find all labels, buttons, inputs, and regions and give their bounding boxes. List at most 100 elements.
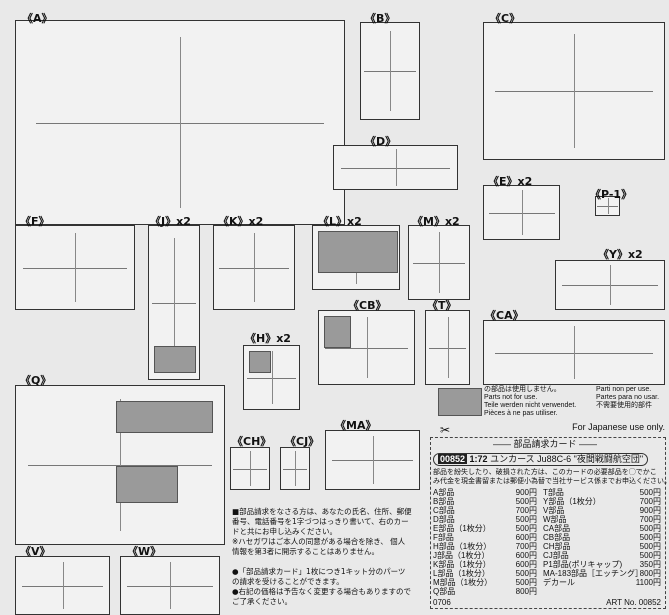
unused-part-area [249,351,271,373]
price-row: V部品 900円 [543,506,661,515]
price-row: E部品（1枚分） 500円 [433,524,537,533]
part-price: 500円 [639,488,661,497]
part-price: 350円 [639,560,661,569]
part-price: 700円 [515,542,537,551]
parts-frame-w [120,556,220,615]
parts-frame-f [15,225,135,310]
price-row: MA-183部品［エッチング］800円 [543,569,661,578]
card-date: 0706 [433,598,451,607]
parts-frame-l [312,225,400,290]
part-price: 500円 [639,551,661,560]
price-row: K部品（1枚分）600円 [433,560,537,569]
legend-en: Parts not for use. [484,394,538,401]
parts-label-a: 《A》 [22,12,53,25]
parts-frame-t [425,310,470,385]
part-price: 500円 [639,533,661,542]
parts-frame-ch [230,447,270,490]
part-name: CB部品 [543,533,571,542]
parts-label-j: 《J》x2 [150,215,191,228]
parts-label-ca: 《CA》 [485,309,524,322]
parts-label-b: 《B》 [365,12,396,25]
order-note: ■部品請求をなさる方は、あなたの氏名、住所、郵便 [232,507,412,516]
part-name: C部品 [433,506,455,515]
legend-fr: Pièces à ne pas utiliser. [484,410,558,417]
part-name: H部品（1枚分） [433,542,492,551]
part-name: V部品 [543,506,565,515]
legend-de: Teile werden nicht verwendet. [484,402,577,409]
part-price: 500円 [515,497,537,506]
parts-label-e: 《E》x2 [488,175,533,188]
parts-label-y: 《Y》x2 [598,248,643,261]
part-name: CJ部品 [543,551,569,560]
part-price: 700円 [639,515,661,524]
order-note: 番号、電話番号を1字づつはっきり書いて、右のカー [232,517,409,526]
price-row: CB部品 500円 [543,533,661,542]
part-price: 900円 [515,488,537,497]
unused-part-area [324,316,351,348]
unused-parts-swatch [438,388,482,416]
parts-frame-c [483,22,665,160]
parts-label-t: 《T》 [427,299,457,312]
part-name: E部品（1枚分） [433,524,491,533]
part-price: 600円 [515,560,537,569]
parts-label-c: 《C》 [490,12,521,25]
price-row: Y部品（1枚分）700円 [543,497,661,506]
part-price: 500円 [515,524,537,533]
card-intro: み代金を現金書留または郵便小為替で当社サービス係までお申込ください。 [433,478,669,485]
parts-frame-a [15,20,345,225]
parts-frame-b [360,22,420,120]
part-name: Y部品（1枚分） [543,497,601,506]
part-name: W部品 [543,515,567,524]
order-note: ご了承ください。 [232,597,292,606]
parts-label-m: 《M》x2 [412,215,460,228]
parts-label-ch: 《CH》 [232,435,272,448]
japan-only-note: For Japanese use only. [572,422,665,432]
part-price: 700円 [515,506,537,515]
part-name: CA部品 [543,524,571,533]
part-price: 500円 [515,578,537,587]
part-price: 500円 [639,542,661,551]
parts-frame-k [213,225,295,310]
part-name: CH部品 [543,542,571,551]
parts-label-k: 《K》x2 [218,215,264,228]
parts-label-l: 《L》x2 [318,215,362,228]
parts-frame-v [15,556,110,615]
parts-frame-p1 [595,196,620,216]
unused-part-area [154,346,196,373]
part-price: 500円 [515,569,537,578]
parts-frame-cj [280,447,310,490]
part-name: D部品 [433,515,455,524]
part-price: 500円 [639,524,661,533]
part-price: 900円 [639,506,661,515]
price-row: L部品（1枚分） 500円 [433,569,537,578]
parts-frame-j [148,225,200,380]
price-row: H部品（1枚分） 700円 [433,542,537,551]
part-price: 800円 [639,569,661,578]
part-name: T部品 [543,488,564,497]
part-name: デカール [543,578,575,587]
legend-es: Partes para no usar. [596,394,660,401]
part-name: L部品（1枚分） [433,569,490,578]
parts-label-cb: 《CB》 [348,299,387,312]
part-name: Q部品 [433,587,456,596]
price-row: CH部品 500円 [543,542,661,551]
parts-label-f: 《F》 [20,215,50,228]
part-name: MA-183部品［エッチング］ [543,569,644,578]
parts-frame-y [555,260,665,310]
parts-frame-m [408,225,470,300]
parts-label-w: 《W》 [127,545,162,558]
parts-label-cj: 《CJ》 [285,435,320,448]
parts-frame-ca [483,320,665,385]
parts-label-p1: 《P-1》 [590,188,633,201]
legend-ja: の部品は使用しません。 [484,386,561,393]
order-note: ●右記の価格は予告なく変更する場合もありますので [232,587,412,596]
unused-part-area [318,231,398,273]
art-number: ART No. 00852 [606,598,661,607]
order-note: ドと共にお申し込みください。 [232,527,337,536]
parts-frame-q [15,385,225,545]
scissors-icon: ✂ [440,423,451,437]
part-price: 600円 [515,533,537,542]
